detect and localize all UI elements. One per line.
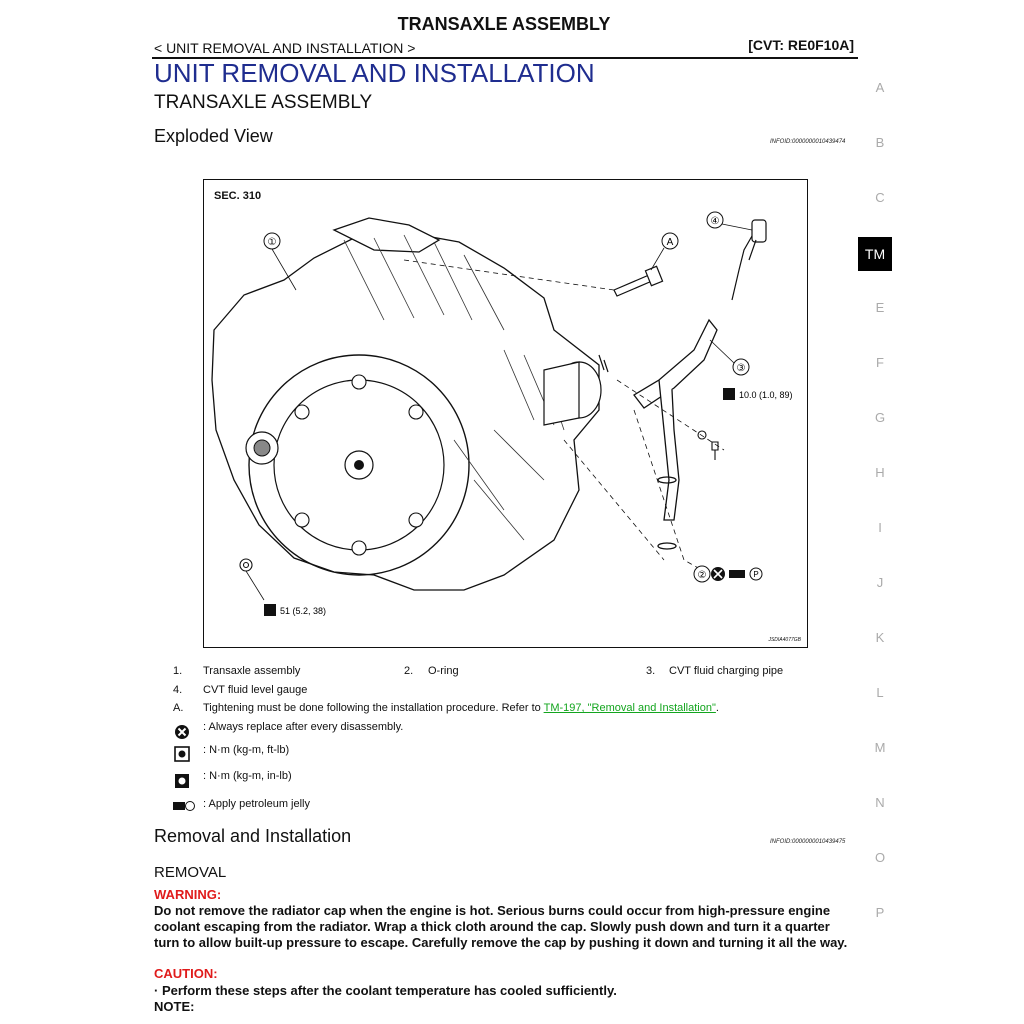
legend-item-a: Tightening must be done following the in… bbox=[203, 702, 719, 714]
callout-1-label: ① bbox=[268, 237, 277, 248]
side-index-j[interactable]: J bbox=[876, 575, 884, 590]
header-rule bbox=[152, 57, 858, 59]
legend-nm-inlb: : N·m (kg-m, in-lb) bbox=[203, 770, 292, 782]
callout-2-label: ② bbox=[698, 570, 707, 581]
side-index-e[interactable]: E bbox=[875, 300, 885, 315]
legend-item-1-num: 1. bbox=[173, 665, 183, 677]
side-index-k[interactable]: K bbox=[875, 630, 885, 645]
figure-section-label: SEC. 310 bbox=[214, 190, 262, 202]
side-index-c[interactable]: C bbox=[875, 190, 885, 205]
side-index-b[interactable]: B bbox=[875, 135, 885, 150]
side-index-o[interactable]: O bbox=[874, 850, 886, 865]
always-replace-icon bbox=[175, 725, 189, 739]
torque-upper-label: 10.0 (1.0, 89) bbox=[739, 390, 793, 400]
breadcrumb: < UNIT REMOVAL AND INSTALLATION > bbox=[154, 40, 416, 56]
exploded-infoid: INFOID:0000000010439474 bbox=[770, 139, 846, 145]
legend-item-1-text: Transaxle assembly bbox=[203, 665, 301, 677]
figure-reference: JSDIA4077GB bbox=[768, 637, 801, 643]
callout-a-label: A bbox=[667, 237, 674, 248]
side-index-p[interactable]: P bbox=[875, 905, 885, 920]
legend-nm-ftlb: : N·m (kg-m, ft-lb) bbox=[203, 744, 290, 756]
legend-petroleum-jelly: : Apply petroleum jelly bbox=[203, 798, 310, 810]
legend-item-2-text: O-ring bbox=[428, 665, 459, 677]
legend-item-a-end: . bbox=[715, 702, 719, 714]
torque-ftlb-icon bbox=[174, 746, 190, 762]
section-heading: UNIT REMOVAL AND INSTALLATION bbox=[154, 58, 595, 88]
petroleum-jelly-icon bbox=[173, 801, 195, 811]
side-index-l[interactable]: L bbox=[876, 685, 884, 700]
callout-3-label: ③ bbox=[737, 363, 746, 374]
side-index-a[interactable]: A bbox=[875, 80, 885, 95]
note-label: NOTE: bbox=[154, 999, 195, 1014]
transaxle-illustration: A ① ④ ③ bbox=[211, 211, 793, 616]
tm-197-link[interactable]: TM-197, "Removal and Installation" bbox=[543, 702, 716, 714]
exploded-view-figure: SEC. 310 bbox=[203, 179, 808, 648]
callout-4-label: ④ bbox=[711, 216, 720, 227]
torque-inlb-icon bbox=[175, 774, 189, 788]
side-index-i[interactable]: I bbox=[878, 520, 882, 535]
caution-text: · Perform these steps after the coolant … bbox=[154, 983, 617, 998]
legend-item-a-num: A. bbox=[173, 702, 184, 714]
document-title: TRANSAXLE ASSEMBLY bbox=[397, 14, 611, 34]
model-code: [CVT: RE0F10A] bbox=[748, 37, 854, 53]
side-index-n[interactable]: N bbox=[875, 795, 885, 810]
side-index-tm[interactable]: TM bbox=[858, 237, 892, 271]
legend-always-replace: : Always replace after every disassembly… bbox=[203, 721, 404, 733]
legend-item-3-num: 3. bbox=[646, 665, 656, 677]
warning-label: WARNING: bbox=[154, 887, 222, 902]
exploded-view-title: Exploded View bbox=[154, 126, 273, 146]
caution-label: CAUTION: bbox=[154, 966, 218, 981]
section-subheading: TRANSAXLE ASSEMBLY bbox=[154, 92, 373, 113]
side-index-f[interactable]: F bbox=[876, 355, 884, 370]
side-index-h[interactable]: H bbox=[875, 465, 885, 480]
legend-item-4-num: 4. bbox=[173, 684, 183, 696]
svg-text:P: P bbox=[753, 570, 758, 579]
warning-text: Do not remove the radiator cap when the … bbox=[154, 903, 848, 950]
removal-subtitle: REMOVAL bbox=[154, 864, 227, 881]
removal-infoid: INFOID:0000000010439475 bbox=[770, 839, 846, 845]
side-index-g[interactable]: G bbox=[874, 410, 886, 425]
side-index-m[interactable]: M bbox=[874, 740, 886, 755]
torque-lower-label: 51 (5.2, 38) bbox=[280, 606, 326, 616]
legend-item-a-text: Tightening must be done following the in… bbox=[203, 702, 541, 714]
removal-installation-title: Removal and Installation bbox=[154, 826, 352, 846]
legend-item-2-num: 2. bbox=[404, 665, 414, 677]
legend-item-3-text: CVT fluid charging pipe bbox=[669, 665, 784, 677]
legend-item-4-text: CVT fluid level gauge bbox=[203, 684, 308, 696]
